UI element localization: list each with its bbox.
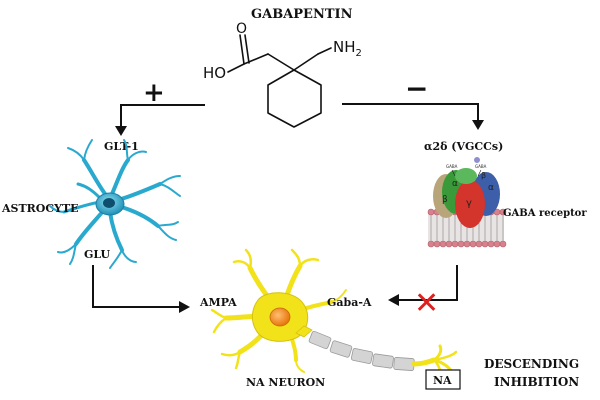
gaba-binding-label-1: GABA [446, 164, 458, 169]
glu-to-ampa-arrow [92, 265, 180, 308]
astrocyte-label: ASTROCYTE [1, 202, 79, 215]
gaba-receptor: α β γ α β GABA GABA [427, 157, 507, 248]
right-arrowhead [472, 120, 484, 130]
gaba-receptor-label: GABA receptor [503, 208, 587, 219]
neuron-axon [295, 325, 415, 371]
minus-sign: − [405, 72, 428, 105]
glt1-label: GLT-1 [104, 140, 139, 153]
outcome-line-1: DESCENDING [484, 357, 579, 371]
neuron-dendrites [210, 248, 347, 373]
cyclohexane-ring [267, 69, 322, 128]
axon-terminal [411, 344, 458, 382]
ampa-label: AMPA [199, 296, 237, 309]
outcome-line-2: INHIBITION [494, 375, 579, 389]
amine-group-label: NH2 [333, 38, 362, 59]
left-arrowhead [115, 126, 127, 136]
block-cross: ✕ [414, 286, 439, 321]
subunit-label-beta-2: β [481, 171, 486, 180]
gaba-ligand-dot [474, 157, 480, 163]
subunit-label-gamma: γ [466, 198, 472, 209]
subunit-top-green [455, 168, 477, 184]
subunit-label-alpha-2: α [488, 183, 494, 193]
gaba-binding-label-2: GABA [475, 164, 487, 169]
plus-sign: + [143, 78, 165, 108]
gabapentin-structure [227, 34, 332, 128]
page-title: GABAPENTIN [251, 7, 353, 22]
neuron-nucleus [269, 307, 291, 327]
carboxyl-group-label: HO [203, 64, 226, 82]
na-terminal-box [425, 369, 461, 390]
oxygen-atom: O [236, 21, 247, 37]
gaba-a-label: Gaba-A [327, 296, 372, 309]
receptor-to-gabaa-arrow [398, 265, 458, 301]
subunit-label-alpha-1: α [452, 179, 458, 189]
subunit-red [455, 180, 485, 228]
left-pathway-arrow [120, 104, 205, 127]
right-pathway-arrow [342, 103, 479, 121]
na-terminal-label: NA [433, 374, 452, 387]
glu-label: GLU [84, 248, 111, 261]
na-neuron-label: NA NEURON [246, 376, 325, 389]
receptor-arrowhead [388, 294, 399, 306]
glu-arrowhead [179, 301, 190, 313]
astrocyte-nucleus [103, 198, 115, 208]
subunit-label-beta-1: β [442, 195, 448, 205]
alpha2delta-label: α2δ (VGCCs) [424, 140, 503, 153]
na-neuron [210, 248, 458, 382]
